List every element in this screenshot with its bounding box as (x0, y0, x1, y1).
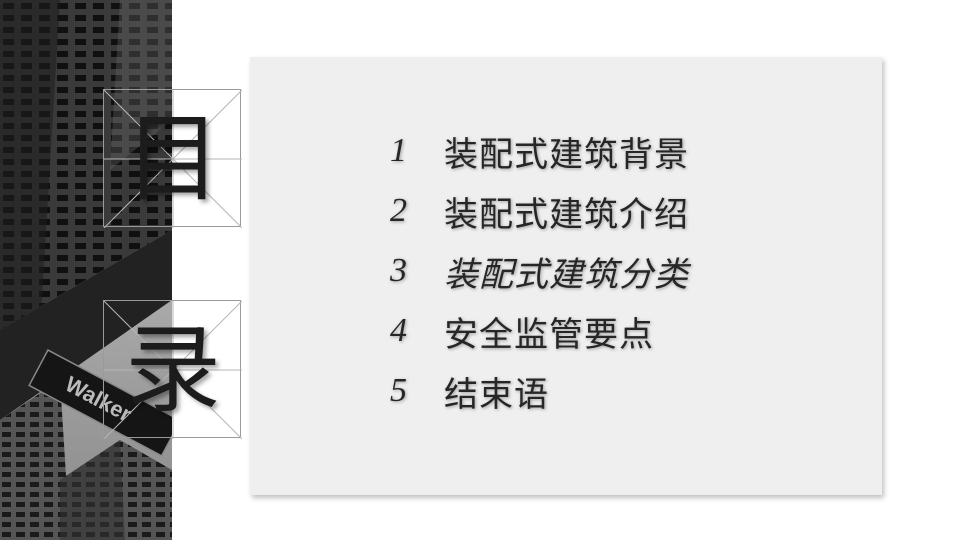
toc-label: 装配式建筑背景 (444, 134, 689, 175)
grid-guide-icon (104, 301, 242, 439)
skyscraper-icon: Walker (0, 0, 172, 540)
title-char-mu: 目 (125, 103, 221, 215)
toc-number: 1 (390, 132, 407, 169)
title-char-box-1: 目 (103, 89, 242, 228)
toc-item-2[interactable]: 2 装配式建筑介绍 (390, 181, 689, 241)
city-photo: Walker (0, 0, 172, 540)
grid-guide-icon (104, 90, 242, 228)
toc-label: 结束语 (444, 374, 549, 415)
table-of-contents: 1 装配式建筑背景 2 装配式建筑介绍 3 装配式建筑分类 4 安全监管要点 5… (390, 121, 689, 421)
title-char-lu: 录 (125, 314, 221, 426)
toc-item-3[interactable]: 3 装配式建筑分类 (390, 241, 689, 301)
toc-number: 2 (390, 192, 407, 229)
toc-label: 安全监管要点 (444, 314, 654, 355)
toc-number: 4 (390, 312, 407, 349)
toc-number: 5 (390, 372, 407, 409)
toc-item-1[interactable]: 1 装配式建筑背景 (390, 121, 689, 181)
toc-panel (250, 57, 882, 495)
toc-label: 装配式建筑介绍 (444, 194, 689, 235)
toc-number: 3 (390, 252, 407, 289)
toc-item-5[interactable]: 5 结束语 (390, 361, 689, 421)
title-char-box-2: 录 (103, 300, 242, 439)
toc-label: 装配式建筑分类 (444, 254, 689, 295)
toc-item-4[interactable]: 4 安全监管要点 (390, 301, 689, 361)
